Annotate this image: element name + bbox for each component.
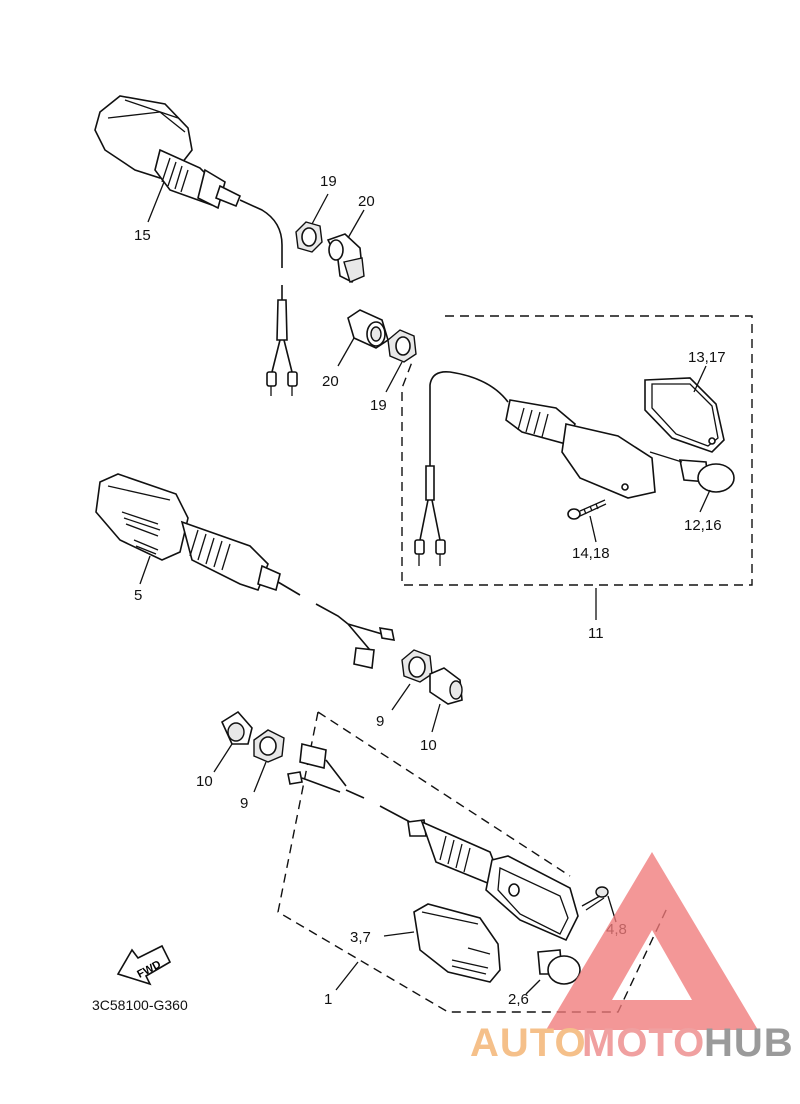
assembly-box-1 [277,711,669,1013]
turn-signal-assembly-11 [414,370,656,566]
callout-20: 20 [358,193,375,210]
watermark-triangle-icon [546,852,758,1030]
screw-4-8 [581,886,609,911]
watermark-logo [546,852,758,1030]
callout-20: 20 [322,373,339,390]
watermark-text: AUTO MOTO HUB [470,1021,794,1065]
turn-signal-assembly-1 [287,743,579,942]
grommet-20-top [326,233,365,284]
diagram-code: 3C58100-G360 [92,997,188,1013]
fwd-arrow-icon: FWD [116,944,172,986]
callout-9: 9 [240,795,248,812]
nut-9-mid [401,649,433,683]
callout-12-16: 12,16 [684,517,722,534]
watermark-moto: MOTO [582,1021,705,1065]
callout-10: 10 [196,773,213,790]
screw-14-18 [567,499,607,520]
grommet-20-mid [347,309,389,349]
nut-19-top [295,221,323,253]
callout-13-17: 13,17 [688,349,726,366]
watermark-hub: HUB [704,1021,794,1065]
assembly-box-11 [401,315,753,586]
callout-2-6: 2,6 [508,991,529,1008]
turn-signal-assembly-5 [95,473,396,669]
nut-19-mid [387,329,417,363]
callout-10: 10 [420,737,437,754]
callout-11: 11 [588,625,604,642]
callout-9: 9 [376,713,384,730]
lens-13-17 [644,377,725,453]
callout-19: 19 [320,173,337,190]
callout-1: 1 [324,991,332,1008]
callout-14-18: 14,18 [572,545,610,562]
grommet-10-low [220,710,253,745]
lens-3-7 [413,903,501,983]
leader-lines [139,181,711,995]
turn-signal-assembly-15 [94,95,298,396]
grommet-10-mid [429,667,463,705]
watermark-auto: AUTO [470,1021,587,1065]
bulb-2-6 [537,949,581,985]
nut-9-low [253,729,285,763]
callout-3-7: 3,7 [350,929,371,946]
callout-5: 5 [134,587,142,604]
bulb-12-16 [649,451,735,493]
callout-15: 15 [134,227,151,244]
callout-19: 19 [370,397,387,414]
